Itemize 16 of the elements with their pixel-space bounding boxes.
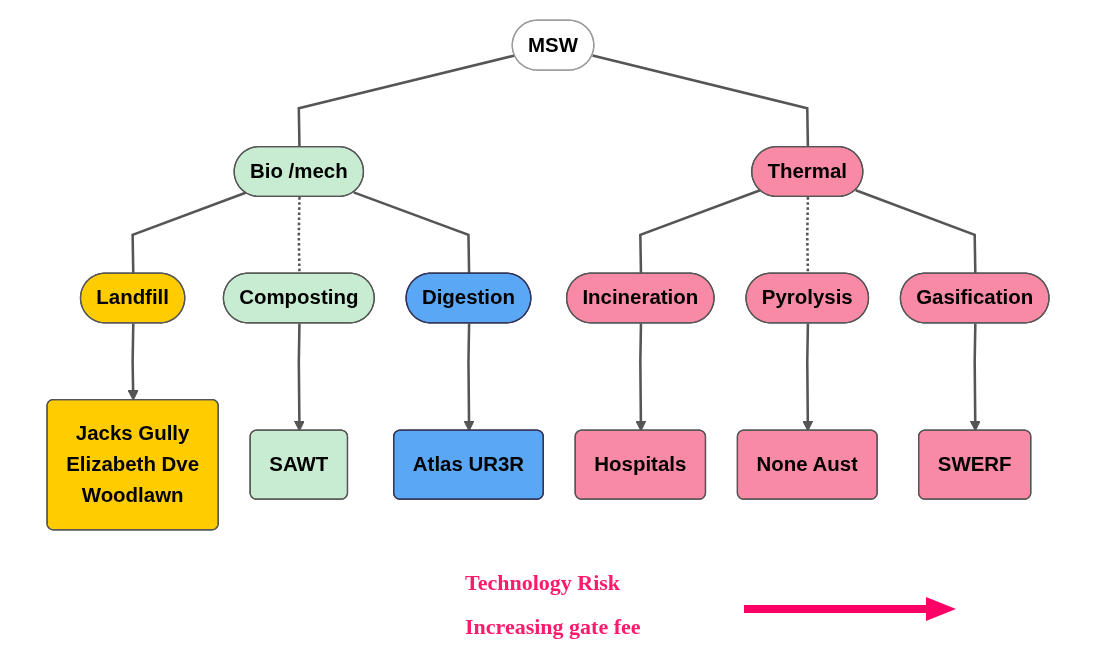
arrow <box>463 323 475 432</box>
connector <box>592 54 810 148</box>
connector <box>353 191 471 274</box>
note-text: Technology Risk <box>465 570 621 596</box>
connector <box>639 189 761 274</box>
connector <box>297 197 301 274</box>
arrow <box>802 323 814 432</box>
arrow <box>293 323 305 432</box>
note-text: Increasing gate fee <box>465 614 641 640</box>
connector <box>297 54 516 148</box>
connector <box>855 189 977 274</box>
connector <box>131 191 247 274</box>
arrow <box>127 323 139 401</box>
connector <box>806 197 810 274</box>
arrow <box>635 323 647 432</box>
arrow <box>969 323 981 432</box>
